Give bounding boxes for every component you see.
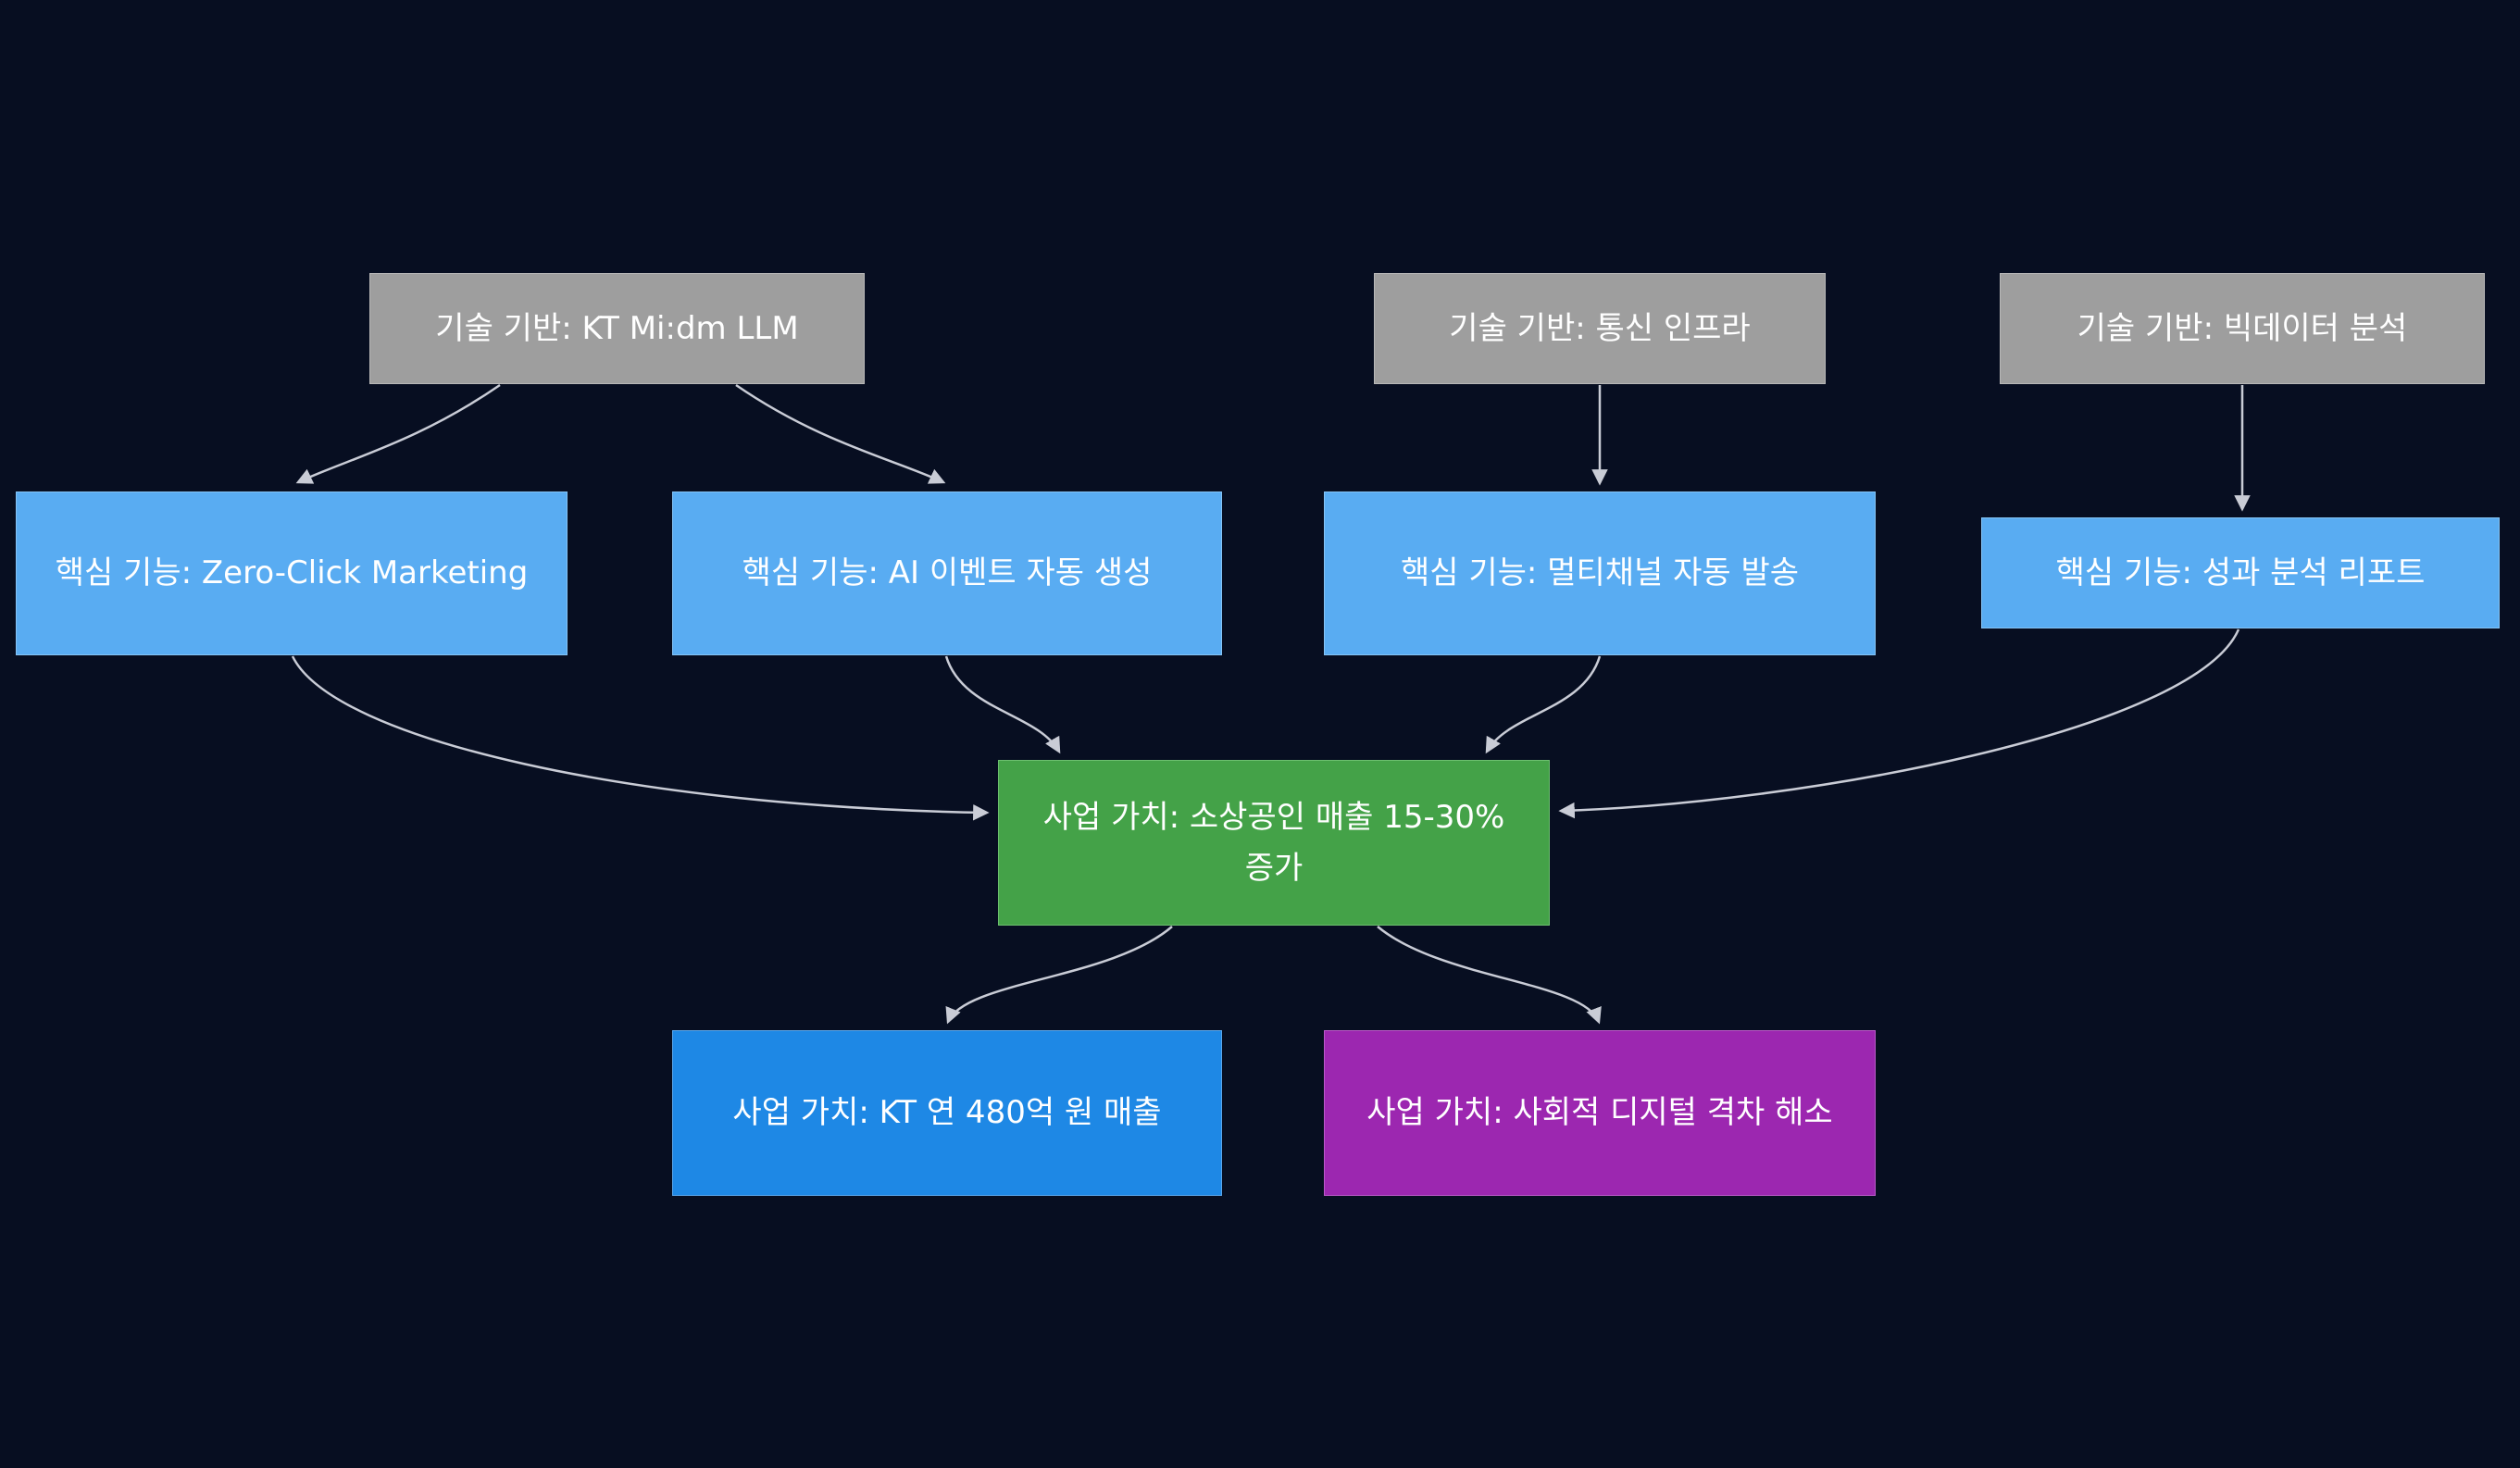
node-feature-multichannel: 핵심 기능: 멀티채널 자동 발송 (1324, 491, 1876, 655)
node-label: 사업 가치: 사회적 디지털 격차 해소 (1366, 1094, 1833, 1132)
node-tech-telecom: 기술 기반: 통신 인프라 (1374, 273, 1826, 384)
edge-value-merchant-to-value-kt-revenue (945, 926, 1173, 1025)
node-tech-ktmidm: 기술 기반: KT Mi:dm LLM (369, 273, 865, 384)
edge-feature-ai-event-to-value-merchant (944, 655, 1061, 754)
edge-feature-multichannel-to-value-merchant (1485, 655, 1602, 754)
node-label: 기술 기반: 빅데이터 분석 (2077, 309, 2408, 347)
node-tech-bigdata: 기술 기반: 빅데이터 분석 (2000, 273, 2485, 384)
node-label: 핵심 기능: Zero-Click Marketing (55, 554, 529, 592)
edge-value-merchant-to-value-digital-divide (1377, 926, 1602, 1025)
edge-feature-zero-click-to-value-merchant (291, 655, 990, 821)
node-label: 기술 기반: KT Mi:dm LLM (435, 309, 799, 347)
node-label: 핵심 기능: AI 이벤트 자동 생성 (742, 554, 1153, 592)
node-label: 핵심 기능: 성과 분석 리포트 (2055, 554, 2426, 591)
node-label: 기술 기반: 통신 인프라 (1449, 309, 1751, 347)
node-feature-analytics: 핵심 기능: 성과 분석 리포트 (1981, 517, 2500, 628)
node-value-merchant-sales: 사업 가치: 소상공인 매출 15-30% 증가 (998, 760, 1550, 926)
edge-tech-ktmidm-to-feature-ai-event (735, 383, 946, 484)
node-feature-ai-event: 핵심 기능: AI 이벤트 자동 생성 (672, 491, 1222, 655)
node-feature-zero-click: 핵심 기능: Zero-Click Marketing (16, 491, 568, 655)
node-value-digital-divide: 사업 가치: 사회적 디지털 격차 해소 (1324, 1030, 1876, 1196)
edge-tech-ktmidm-to-feature-zero-click (295, 383, 501, 484)
node-label: 핵심 기능: 멀티채널 자동 발송 (1400, 554, 1800, 592)
edge-feature-analytics-to-value-merchant (1558, 628, 2240, 819)
node-label: 사업 가치: 소상공인 매출 15-30% 증가 (1042, 799, 1505, 887)
node-label: 사업 가치: KT 연 480억 원 매출 (732, 1094, 1162, 1132)
node-value-kt-revenue: 사업 가치: KT 연 480억 원 매출 (672, 1030, 1222, 1196)
